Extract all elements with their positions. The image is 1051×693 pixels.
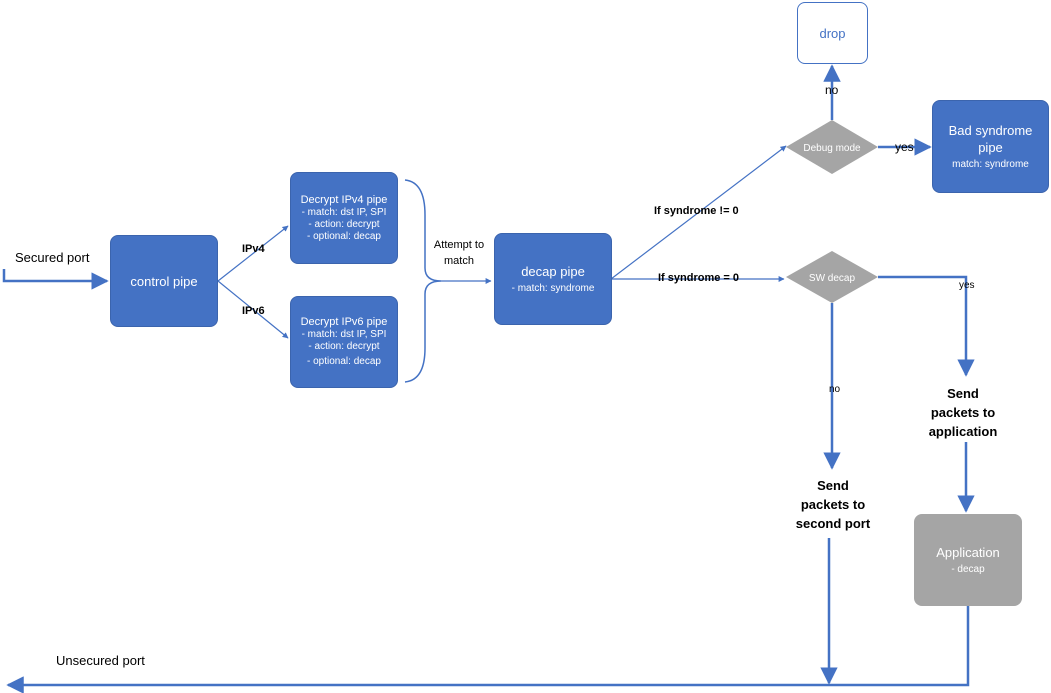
arrow-control-to-ipv6	[217, 280, 289, 339]
bad-syndrome-node: Bad syndrome pipe match: syndrome	[932, 100, 1049, 193]
arrow-control-to-ipv4	[217, 225, 289, 282]
drop-node: drop	[797, 2, 868, 64]
unsecured-port-arrow	[6, 606, 970, 693]
decrypt-ipv4-line: - action: decrypt	[308, 218, 380, 230]
decrypt-ipv4-node: Decrypt IPv4 pipe - match: dst IP, SPI -…	[290, 172, 398, 264]
send-app-line: packets to	[930, 405, 996, 420]
send-to-application-label: Send packets to application	[920, 384, 1006, 441]
decrypt-ipv6-line: - match: dst IP, SPI	[301, 329, 387, 340]
decrypt-ipv4-line: - match: dst IP, SPI	[301, 206, 387, 218]
application-sub: - decap	[951, 564, 985, 575]
debug-mode-label: Debug mode	[803, 143, 861, 154]
decrypt-ipv4-line: - optional: decap	[307, 230, 381, 242]
no-second-label: no	[829, 384, 841, 395]
arrow-decap-to-debug	[610, 145, 787, 280]
send-second-line: packets to	[800, 497, 866, 512]
application-node: Application - decap	[914, 514, 1022, 606]
attempt-to-match-label: Attempt to match	[424, 237, 494, 269]
send-to-second-port-label: Send packets to second port	[786, 476, 880, 533]
bad-syndrome-sub: match: syndrome	[952, 159, 1029, 170]
yes-bad-label: yes	[895, 140, 914, 154]
decrypt-ipv6-line: - action: decrypt	[308, 341, 380, 352]
control-pipe-label: control pipe	[130, 273, 198, 289]
unsecured-port-label: Unsecured port	[56, 653, 145, 668]
bad-syndrome-title: pipe	[978, 140, 1003, 155]
ipv6-label: IPv6	[242, 305, 265, 317]
send-second-line: second port	[795, 516, 871, 531]
debug-mode-diamond	[786, 120, 878, 174]
attempt-line: match	[444, 255, 474, 267]
sw-decap-label: SW decap	[809, 273, 856, 284]
sw-decap-diamond	[786, 251, 878, 303]
send-app-line: application	[928, 424, 998, 439]
yes-app-label: yes	[959, 280, 975, 291]
attempt-brace	[404, 179, 442, 383]
secured-port-arrow	[2, 269, 109, 290]
decrypt-ipv6-node: Decrypt IPv6 pipe - match: dst IP, SPI -…	[290, 296, 398, 388]
send-second-line: Send	[817, 478, 849, 493]
decap-pipe-node: decap pipe - match: syndrome	[494, 233, 612, 325]
if-syndrome-eq-label: If syndrome = 0	[658, 272, 740, 284]
decrypt-ipv6-title: Decrypt IPv6 pipe	[300, 316, 388, 328]
bad-syndrome-title: Bad syndrome	[948, 123, 1033, 138]
if-syndrome-ne-label: If syndrome != 0	[654, 205, 739, 217]
application-title: Application	[936, 545, 1000, 560]
control-pipe-node: control pipe	[110, 235, 218, 327]
secured-port-label: Secured port	[15, 250, 90, 265]
ipv4-label: IPv4	[242, 243, 265, 255]
decrypt-ipv6-line: - optional: decap	[307, 356, 381, 367]
no-drop-label: no	[825, 83, 839, 97]
decap-pipe-sub: - match: syndrome	[511, 283, 595, 294]
decap-pipe-title: decap pipe	[521, 264, 585, 279]
decrypt-ipv4-title: Decrypt IPv4 pipe	[300, 193, 388, 206]
drop-label: drop	[819, 25, 846, 41]
arrow-sw-yes	[878, 275, 975, 377]
attempt-line: Attempt to	[433, 239, 485, 251]
send-app-line: Send	[947, 386, 979, 401]
